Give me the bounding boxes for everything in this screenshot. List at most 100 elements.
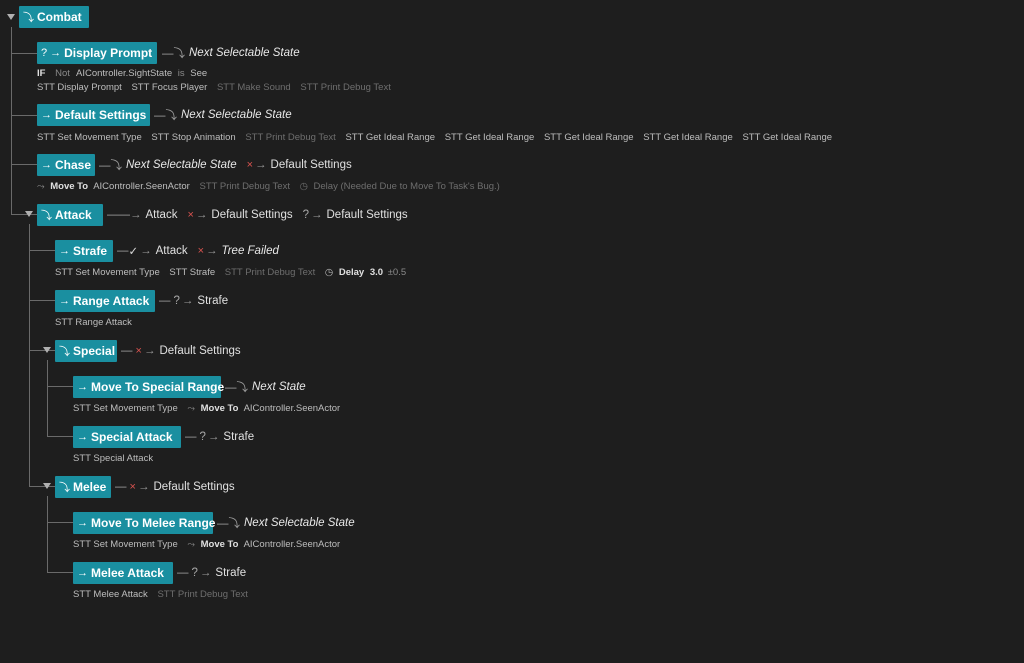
- task-item[interactable]: STT Special Attack: [73, 453, 154, 464]
- task-item[interactable]: STT Set Movement Type: [73, 539, 178, 550]
- state-node-range-attack[interactable]: → Range Attack: [55, 290, 155, 312]
- task-item[interactable]: STT Focus Player: [131, 82, 208, 93]
- transition-line-icon: —: [121, 345, 133, 357]
- condition-icon: ?: [199, 431, 206, 443]
- success-target: Attack: [155, 245, 188, 257]
- move-to-task[interactable]: Move To: [200, 403, 239, 414]
- expand-arrow-icon[interactable]: [43, 347, 51, 353]
- task-item-disabled[interactable]: STT Print Debug Text: [157, 589, 248, 600]
- task-item[interactable]: STT Set Movement Type: [37, 132, 142, 143]
- state-node-strafe[interactable]: → Strafe: [55, 240, 113, 262]
- transition: ——→ Attack × → Default Settings ? → Defa…: [103, 204, 408, 226]
- task-item-disabled[interactable]: STT Print Debug Text: [245, 132, 336, 143]
- state-label: Melee: [73, 480, 107, 494]
- task-item[interactable]: STT Display Prompt: [37, 82, 122, 93]
- tree-line: [11, 164, 37, 165]
- tree-line: [29, 486, 55, 487]
- condition-subject: AIController.SightState: [76, 68, 173, 79]
- task-item[interactable]: STT Get Ideal Range: [742, 132, 833, 143]
- leaf-arrow-icon: →: [77, 381, 88, 393]
- move-to-task[interactable]: Move To: [200, 539, 239, 550]
- task-item[interactable]: STT Stop Animation: [151, 132, 236, 143]
- if-keyword: IF: [37, 68, 46, 79]
- move-to-task[interactable]: Move To: [50, 181, 89, 192]
- transition: —⤵ Next State: [221, 376, 306, 398]
- transition: — × → Default Settings: [117, 340, 241, 362]
- leaf-arrow-icon: →: [41, 109, 52, 121]
- state-label: Default Settings: [55, 108, 147, 122]
- state-label: Move To Special Range: [91, 380, 225, 394]
- condition-icon: ?: [173, 295, 180, 307]
- expand-arrow-icon[interactable]: [7, 14, 15, 20]
- move-to-icon: ⤳: [187, 403, 195, 414]
- arrow-icon: →: [140, 245, 152, 257]
- task-item[interactable]: STT Get Ideal Range: [543, 132, 634, 143]
- task-item[interactable]: STT Melee Attack: [73, 589, 148, 600]
- transition-target: Next State: [252, 381, 306, 393]
- tree-line: [47, 436, 73, 437]
- fail-target: Default Settings: [211, 209, 293, 221]
- selector-icon: ⤵: [41, 210, 52, 222]
- tree-line: [11, 27, 12, 214]
- state-node-default-settings[interactable]: → Default Settings: [37, 104, 150, 126]
- clock-icon: ◷: [299, 181, 308, 192]
- task-item[interactable]: STT Strafe: [169, 267, 216, 278]
- task-row: STT Display Prompt STT Focus Player STT …: [37, 82, 398, 93]
- leaf-arrow-icon: →: [50, 47, 62, 59]
- transition: —⤵ Next Selectable State: [150, 104, 292, 126]
- task-item-disabled[interactable]: STT Print Debug Text: [300, 82, 391, 93]
- arrow-icon: →: [199, 567, 212, 579]
- selector-icon: ⤵: [59, 482, 70, 494]
- state-label: Move To Melee Range: [91, 516, 216, 530]
- state-node-special-attack[interactable]: → Special Attack: [73, 426, 181, 448]
- task-item-disabled[interactable]: STT Print Debug Text: [224, 267, 316, 278]
- fail-icon: ×: [197, 245, 205, 257]
- cond-target: Strafe: [223, 431, 255, 443]
- fail-icon: ×: [135, 345, 142, 357]
- task-item[interactable]: STT Range Attack: [55, 317, 132, 328]
- state-label: Special Attack: [91, 430, 173, 444]
- task-item-disabled[interactable]: STT Print Debug Text: [199, 181, 290, 192]
- task-item[interactable]: STT Set Movement Type: [55, 267, 160, 278]
- state-node-chase[interactable]: → Chase: [37, 154, 95, 176]
- leaf-arrow-icon: →: [77, 431, 88, 443]
- delay-task-disabled[interactable]: Delay (Needed Due to Move To Task's Bug.…: [313, 181, 500, 192]
- tree-line: [29, 300, 55, 301]
- leaf-arrow-icon: →: [59, 295, 70, 307]
- delay-task[interactable]: Delay: [338, 267, 365, 278]
- state-node-move-to-melee-range[interactable]: → Move To Melee Range: [73, 512, 216, 534]
- state-node-special[interactable]: ⤵ Special: [55, 340, 117, 362]
- transition: — ? → Strafe: [181, 426, 254, 448]
- condition-row: IF Not AIController.SightState is See: [37, 68, 214, 79]
- state-label: Special: [73, 344, 116, 358]
- state-label: Attack: [55, 208, 92, 222]
- transition-target: Next Selectable State: [244, 517, 355, 529]
- state-node-move-to-special-range[interactable]: → Move To Special Range: [73, 376, 225, 398]
- task-item-disabled[interactable]: STT Make Sound: [216, 82, 291, 93]
- expand-arrow-icon[interactable]: [25, 211, 33, 217]
- task-row: STT Special Attack: [73, 453, 160, 464]
- condition-icon: ?: [302, 209, 309, 221]
- task-item[interactable]: STT Get Ideal Range: [345, 132, 436, 143]
- task-item[interactable]: STT Get Ideal Range: [444, 132, 535, 143]
- tree-line: [29, 224, 30, 486]
- state-node-display-prompt[interactable]: ? → Display Prompt: [37, 42, 157, 64]
- state-node-combat[interactable]: ⤵ Combat: [19, 6, 89, 28]
- task-item[interactable]: STT Get Ideal Range: [643, 132, 733, 143]
- state-label: Strafe: [73, 244, 108, 258]
- fail-icon: ×: [129, 481, 136, 493]
- task-item[interactable]: STT Set Movement Type: [73, 403, 178, 414]
- fail-target: Default Settings: [159, 345, 241, 357]
- state-node-melee[interactable]: ⤵ Melee: [55, 476, 111, 498]
- state-node-melee-attack[interactable]: → Melee Attack: [73, 562, 173, 584]
- expand-arrow-icon[interactable]: [43, 483, 51, 489]
- tree-line: [11, 214, 37, 215]
- not-keyword: Not: [55, 68, 70, 79]
- transition-line-icon: —⤵: [99, 160, 122, 172]
- state-node-attack[interactable]: ⤵ Attack: [37, 204, 103, 226]
- fail-target: Default Settings: [153, 481, 235, 493]
- transition-line-icon: —: [115, 481, 127, 493]
- transition-line-icon: —: [117, 245, 129, 257]
- state-label: Range Attack: [73, 294, 150, 308]
